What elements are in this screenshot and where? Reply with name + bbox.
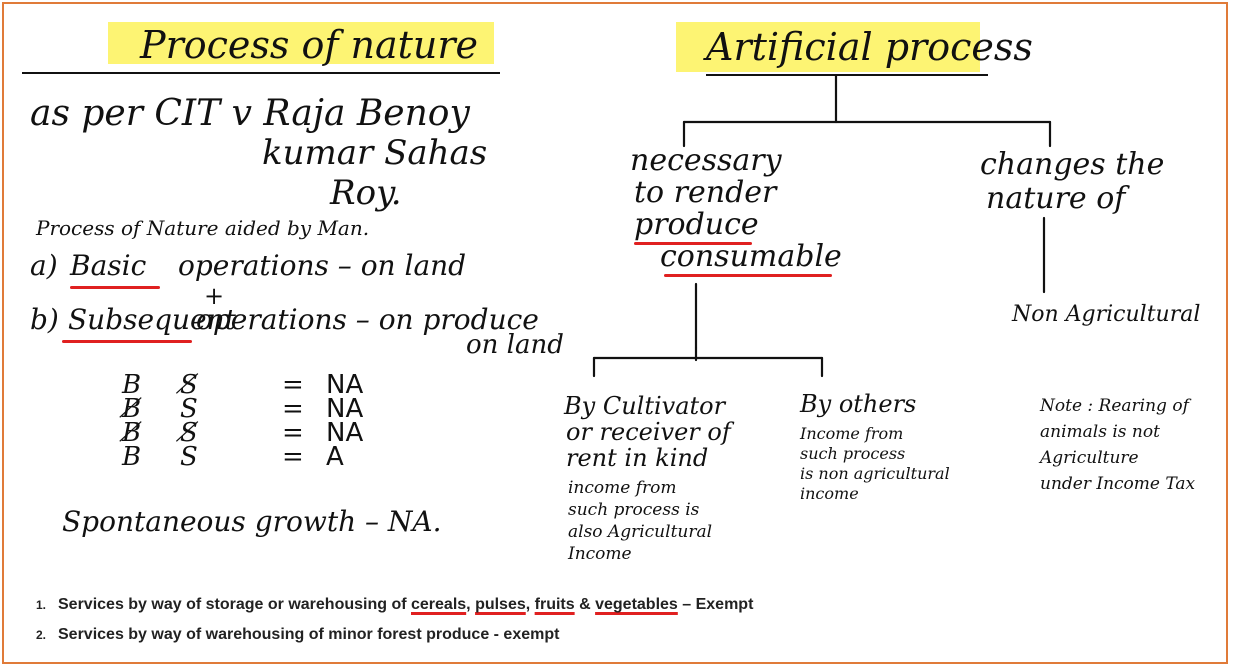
by-cultivator-label-2: or receiver of bbox=[566, 418, 731, 446]
matrix-row-4-result: A bbox=[326, 442, 344, 472]
cereals-word: cereals bbox=[411, 596, 467, 613]
left-title-rule bbox=[22, 72, 500, 74]
matrix-row-2-s: S bbox=[180, 394, 198, 424]
artificial-process-title: Artificial process bbox=[706, 25, 1033, 69]
matrix-row-3-eq: = bbox=[282, 418, 304, 448]
op-a-word: Basic bbox=[70, 249, 147, 282]
matrix-row-4-eq: = bbox=[282, 442, 304, 472]
note-line-2: animals is not bbox=[1040, 422, 1160, 442]
produce-label: produce bbox=[634, 207, 759, 242]
op-a-prefix: a) bbox=[30, 249, 58, 282]
cultivator-note-2: such process is bbox=[568, 500, 700, 520]
produce-underline bbox=[634, 242, 752, 245]
changes-the-label: changes the bbox=[980, 147, 1165, 182]
vegetables-word: vegetables bbox=[595, 596, 678, 613]
others-note-3: is non agricultural bbox=[800, 464, 950, 483]
by-others-label: By others bbox=[800, 390, 917, 418]
spontaneous-growth: Spontaneous growth – NA. bbox=[62, 505, 442, 538]
others-note-4: income bbox=[800, 484, 859, 503]
matrix-row-1-s: S̸ bbox=[180, 370, 198, 400]
matrix-row-2-result: NA bbox=[326, 394, 364, 424]
op-b-prefix: b) bbox=[30, 303, 59, 336]
matrix-row-4-s: S bbox=[180, 442, 198, 472]
basic-underline bbox=[70, 286, 160, 289]
title-highlight-right bbox=[676, 22, 980, 72]
case-line-1: as per CIT v Raja Benoy bbox=[30, 93, 470, 134]
op-a-rest: operations – on land bbox=[178, 249, 467, 282]
list-item-number: 2. bbox=[36, 628, 47, 642]
consumable-label: consumable bbox=[660, 239, 842, 274]
to-render-label: to render bbox=[634, 175, 777, 210]
matrix-row-4-b: B bbox=[122, 442, 142, 472]
list-item-number: 1. bbox=[36, 598, 47, 612]
title-highlight-left bbox=[108, 22, 494, 64]
consumable-underline bbox=[664, 274, 832, 277]
fruits-word: fruits bbox=[534, 596, 575, 613]
others-note-1: Income from bbox=[800, 424, 904, 443]
matrix-row-1-b: B bbox=[122, 370, 142, 400]
list-item-text: Services by way of warehousing of minor … bbox=[58, 626, 560, 643]
subsequent-underline bbox=[62, 340, 192, 343]
note-line-4: under Income Tax bbox=[1040, 474, 1196, 494]
note-line-3: Agriculture bbox=[1040, 448, 1139, 468]
op-b-rest: operations – on produce bbox=[196, 303, 539, 336]
list-item: 2. Services by way of warehousing of min… bbox=[36, 626, 753, 656]
matrix-row-3-b: B̸ bbox=[122, 418, 142, 448]
others-note-2: such process bbox=[800, 444, 906, 463]
cultivator-note-4: Income bbox=[568, 544, 632, 564]
matrix-row-2-eq: = bbox=[282, 394, 304, 424]
list-item-text: Services by way of storage or warehousin… bbox=[58, 596, 754, 613]
plus-sign: + bbox=[204, 282, 225, 310]
case-line-2: kumar Sahas bbox=[262, 133, 488, 173]
by-cultivator-label: By Cultivator bbox=[564, 392, 726, 420]
list-item: 1. Services by way of storage or warehou… bbox=[36, 596, 753, 626]
necessary-label: necessary bbox=[630, 143, 782, 178]
op-b-rest2: on land bbox=[466, 330, 564, 360]
case-line-3: Roy. bbox=[330, 173, 402, 213]
process-of-nature-title: Process of nature bbox=[140, 23, 479, 67]
pulses-word: pulses bbox=[475, 596, 526, 613]
non-agricultural-label: Non Agricultural bbox=[1012, 302, 1201, 327]
matrix-row-3-s: S̸ bbox=[180, 418, 198, 448]
right-title-rule bbox=[706, 74, 988, 76]
op-b-word: Subsequent bbox=[68, 303, 236, 336]
matrix-row-3-result: NA bbox=[326, 418, 364, 448]
matrix-row-1-result: NA bbox=[326, 370, 364, 400]
by-cultivator-label-3: rent in kind bbox=[566, 444, 709, 472]
matrix-row-2-b: B̸ bbox=[122, 394, 142, 424]
nature-aided-subtitle: Process of Nature aided by Man. bbox=[36, 216, 370, 240]
cultivator-note-3: also Agricultural bbox=[568, 522, 713, 542]
cultivator-note-1: income from bbox=[568, 478, 677, 498]
matrix-row-1-eq: = bbox=[282, 370, 304, 400]
exemption-list: 1. Services by way of storage or warehou… bbox=[36, 596, 753, 656]
nature-of-label: nature of bbox=[986, 181, 1126, 216]
note-line-1: Note : Rearing of bbox=[1040, 396, 1189, 416]
